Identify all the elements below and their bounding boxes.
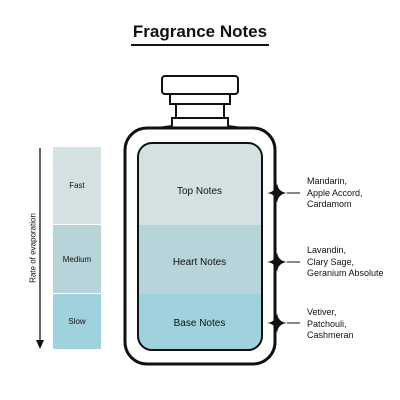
diagram-title: Fragrance Notes xyxy=(0,22,400,46)
heart-notes-label: Heart Notes xyxy=(172,257,227,268)
ingredient: Geranium Absolute xyxy=(307,268,384,278)
heart-notes-layer xyxy=(138,225,262,294)
scale-medium-bar xyxy=(53,225,101,293)
base-notes-ingredients: Vetiver, Patchouli, Cashmeran xyxy=(307,307,354,342)
ingredient: Apple Accord, xyxy=(307,187,363,198)
top-notes-label: Top Notes xyxy=(176,186,223,197)
heart-notes-ingredients: Lavandin, Clary Sage, Geranium Absolute xyxy=(307,245,384,280)
ingredient: Mandarin, xyxy=(307,176,348,186)
evaporation-arrow xyxy=(36,148,44,349)
top-notes-layer xyxy=(138,143,262,225)
ingredient: Cashmeran xyxy=(307,330,354,340)
liquid-layers xyxy=(137,142,263,351)
ingredient: Clary Sage, xyxy=(307,256,355,267)
heart-notes-sparkle-icon xyxy=(267,252,300,272)
evaporation-axis-label: Rate of evaporation xyxy=(28,213,38,283)
top-notes-ingredients: Mandarin, Apple Accord, Cardamom xyxy=(307,176,363,211)
bottle-cap xyxy=(161,75,239,119)
base-notes-sparkle-icon xyxy=(267,313,300,333)
ingredient: Lavandin, xyxy=(307,245,347,255)
scale-slow-label: Slow xyxy=(68,317,86,326)
ingredient: Cardamom xyxy=(307,199,352,209)
ingredient: Vetiver, xyxy=(307,307,337,317)
top-notes-sparkle-icon xyxy=(267,183,300,203)
diagram-title-text: Fragrance Notes xyxy=(130,22,270,46)
ingredient: Patchouli, xyxy=(307,318,347,329)
scale-medium-label: Medium xyxy=(62,254,92,264)
scale-fast-label: Fast xyxy=(69,181,85,190)
scale-fast-bar xyxy=(53,147,101,224)
base-notes-layer xyxy=(138,294,262,350)
scale-slow-bar xyxy=(53,294,101,349)
base-notes-label: Base Notes xyxy=(173,318,226,329)
